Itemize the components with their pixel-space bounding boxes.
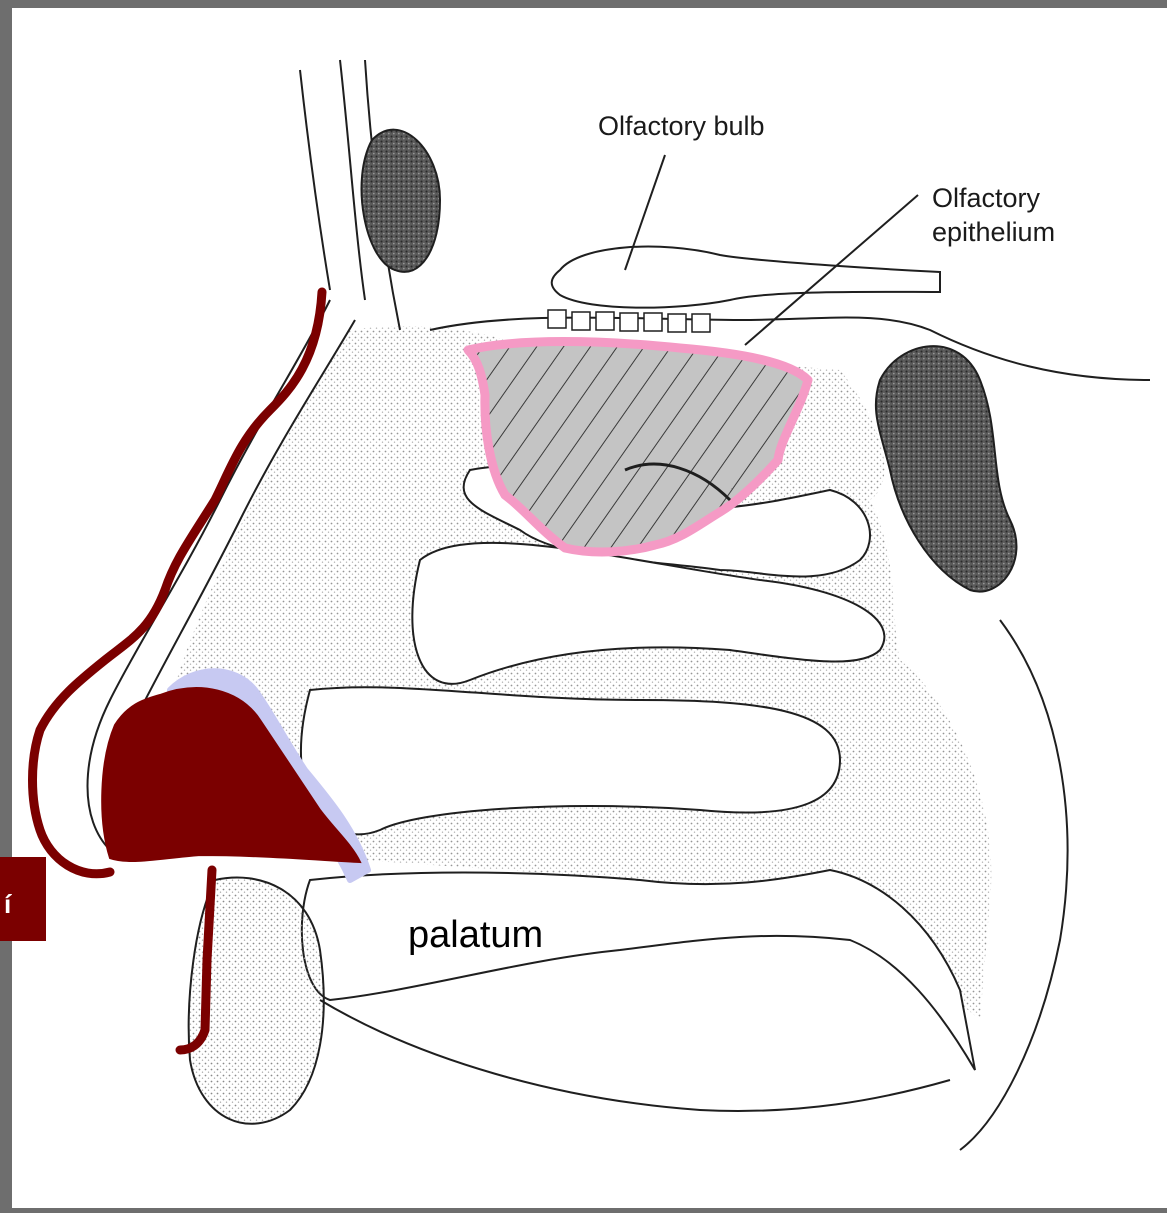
olfactory-epithelium-label-line2: epithelium	[932, 214, 1055, 250]
cribriform-pores	[548, 310, 710, 332]
side-tab: í	[0, 857, 46, 941]
olfactory-bulb-label: Olfactory bulb	[598, 108, 765, 144]
olfactory-epithelium-label-line1: Olfactory	[932, 180, 1040, 216]
olfactory-bulb-shape	[552, 247, 940, 308]
palatum-label: palatum	[408, 912, 543, 958]
side-tab-text: í	[4, 889, 11, 920]
frontal-sinus	[362, 130, 440, 272]
hard-palate	[302, 870, 975, 1070]
sphenoid-sinus	[876, 346, 1017, 591]
lower-jaw-curve	[320, 1000, 950, 1111]
